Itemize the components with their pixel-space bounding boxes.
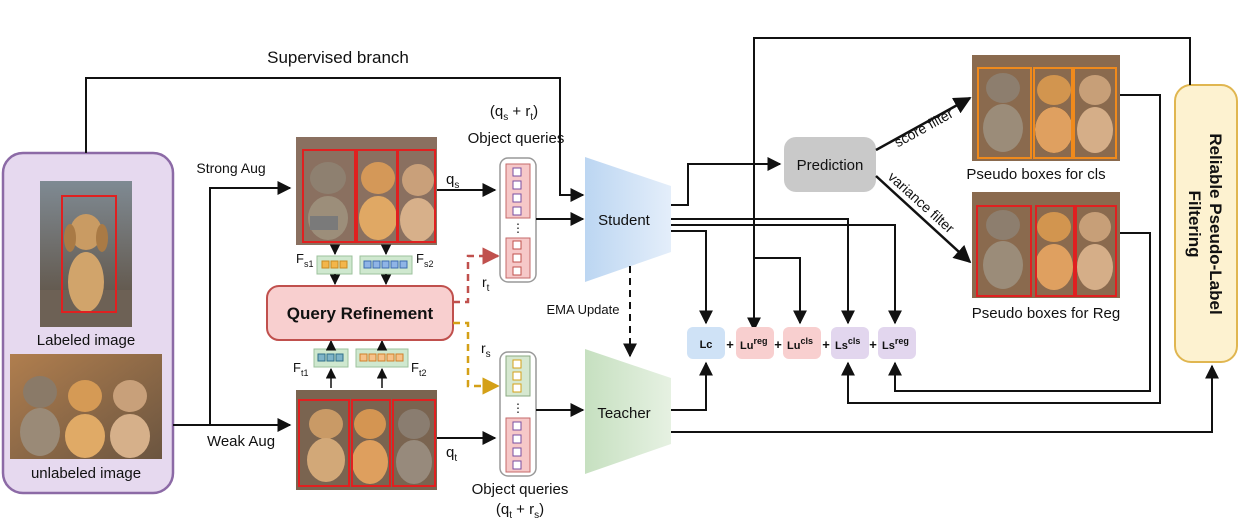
svg-text:⋮: ⋮	[512, 221, 524, 235]
fs1-label: Fs1	[296, 251, 313, 269]
feature-ft2	[355, 348, 409, 368]
student-network	[585, 157, 671, 282]
weak-aug-label: Weak Aug	[207, 433, 275, 450]
reliable-filter-box	[1174, 84, 1238, 363]
teacher-network	[585, 349, 671, 474]
prediction-label: Prediction	[797, 157, 864, 174]
labeled-image-caption: Labeled image	[37, 332, 135, 349]
query-refinement-box	[266, 285, 454, 341]
object-queries-top: ⋮	[499, 157, 537, 283]
object-queries-bottom-label: Object queries	[472, 481, 569, 498]
reliable-filter-label: Reliable Pseudo-LabelFiltering	[1185, 133, 1225, 314]
weak-aug-image	[296, 390, 437, 490]
svg-text:⋮: ⋮	[512, 401, 524, 415]
object-queries-top-label: Object queries	[468, 130, 565, 147]
loss-lu-reg: Lureg	[736, 327, 774, 359]
feature-fs1	[316, 255, 353, 275]
pseudo-cls-image	[972, 55, 1120, 161]
svg-text:Lscls: Lscls	[835, 336, 860, 352]
fs2-label: Fs2	[416, 251, 433, 269]
ema-update-label: EMA Update	[547, 302, 620, 317]
strong-aug-image	[296, 137, 437, 245]
plus-2: +	[774, 337, 782, 352]
svg-text:Lc: Lc	[700, 339, 713, 351]
qt-rs-label: (qt + rs)	[496, 501, 544, 521]
pseudo-reg-image	[972, 192, 1120, 298]
prediction-box	[784, 137, 876, 192]
svg-text:Lucls: Lucls	[787, 336, 813, 352]
labeled-image	[40, 181, 132, 327]
svg-text:Lureg: Lureg	[740, 336, 767, 352]
object-queries-bottom: ⋮	[499, 351, 537, 477]
unlabeled-image-caption: unlabeled image	[31, 465, 141, 482]
loss-lc: Lc	[687, 327, 725, 359]
rs-label: rs	[481, 340, 491, 360]
feature-ft1	[313, 348, 349, 368]
loss-ls-reg: Lsreg	[878, 327, 916, 359]
qs-label: qs	[446, 171, 459, 191]
student-label: Student	[598, 212, 651, 229]
svg-text:Lsreg: Lsreg	[882, 336, 909, 352]
feature-fs2	[359, 255, 413, 275]
teacher-label: Teacher	[597, 405, 650, 422]
unlabeled-image	[10, 354, 162, 459]
plus-1: +	[726, 337, 734, 352]
plus-4: +	[869, 337, 877, 352]
pseudo-reg-caption: Pseudo boxes for Reg	[972, 305, 1120, 322]
query-refinement-label: Query Refinement	[287, 304, 434, 323]
ft2-label: Ft2	[411, 360, 426, 378]
supervised-branch-label: Supervised branch	[267, 48, 409, 67]
qs-rt-label: (qs + rt)	[490, 103, 538, 123]
rt-label: rt	[482, 274, 490, 294]
qt-label: qt	[446, 444, 457, 464]
plus-3: +	[822, 337, 830, 352]
score-filter-label: score filter	[891, 105, 956, 150]
loss-ls-cls: Lscls	[831, 327, 869, 359]
strong-aug-label: Strong Aug	[196, 160, 265, 176]
pseudo-cls-caption: Pseudo boxes for cls	[966, 166, 1105, 183]
ft1-label: Ft1	[293, 360, 308, 378]
loss-lu-cls: Lucls	[783, 327, 821, 359]
